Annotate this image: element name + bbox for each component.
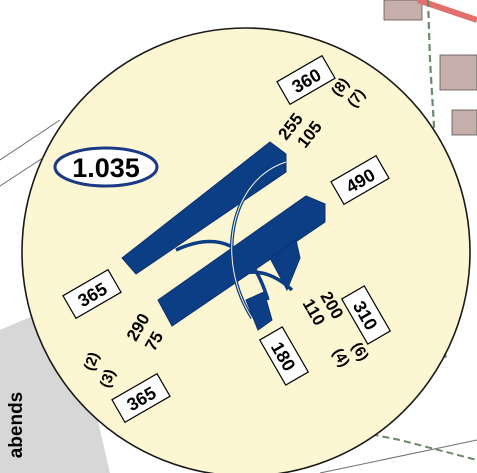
turn-stream-outlines: [231, 161, 287, 319]
street-label: abends: [6, 392, 27, 459]
arm-se-paren-bottom: (4): [329, 346, 353, 370]
total-badge: [53, 146, 159, 188]
arm-sw-paren-top: (2): [81, 350, 103, 373]
turn-stream: [202, 270, 294, 302]
arm-e-total-box: 490: [330, 154, 390, 206]
building: [451, 109, 477, 136]
stream-se-arm: [269, 239, 301, 292]
arm-se-paren-top: (6): [348, 340, 372, 364]
stream-s-arm: [245, 291, 273, 331]
road-line-bottom: [319, 439, 477, 473]
stream-e-to-sw: [157, 195, 326, 327]
turn-stream: [175, 239, 270, 301]
building: [439, 54, 477, 91]
arm-sw-paren-bottom: (3): [97, 367, 119, 390]
gray-side-area: [0, 300, 110, 473]
turn-stream-outline: [231, 161, 287, 319]
building: [383, 0, 423, 21]
road-line-left: [0, 119, 61, 161]
total-value: 1.035: [72, 153, 140, 183]
